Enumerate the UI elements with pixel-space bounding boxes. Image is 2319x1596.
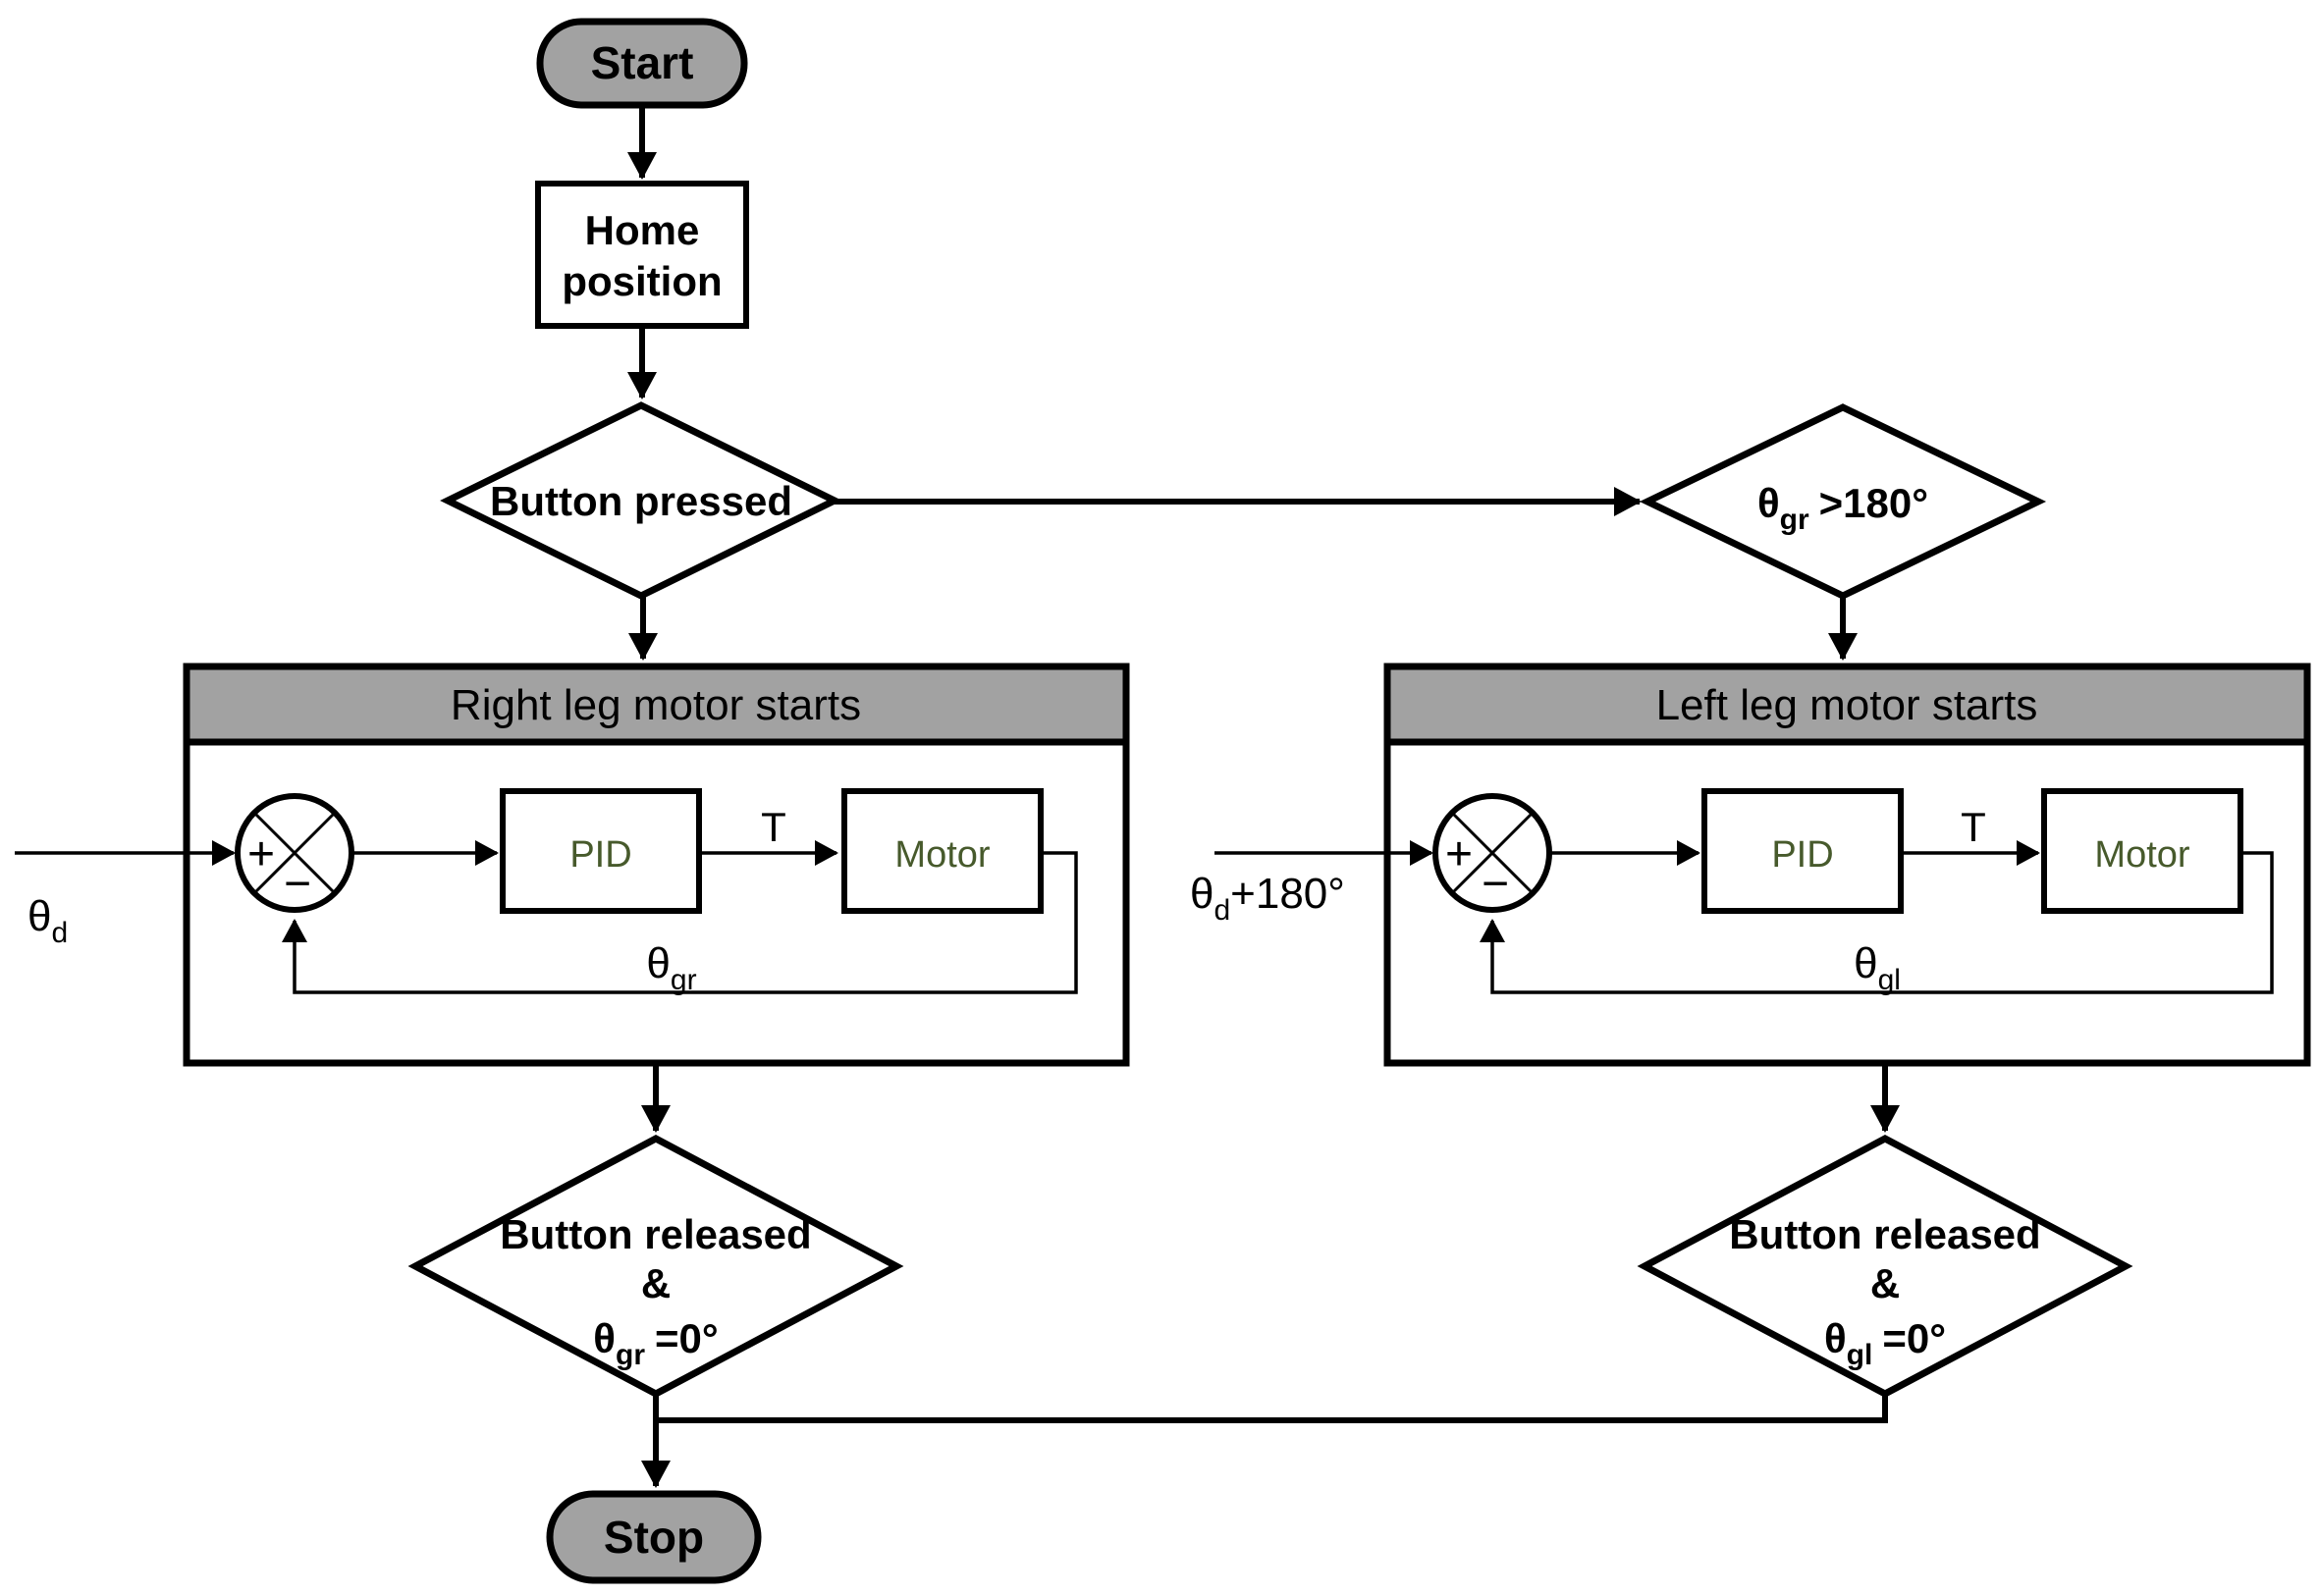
start-label: Start	[591, 37, 694, 88]
right-sum-cross-line2	[252, 811, 337, 895]
right-released-line3: θgr =0°	[593, 1315, 718, 1371]
left-released-line1: Button released	[1729, 1211, 2040, 1257]
left-sum-minus-sign: −	[1482, 858, 1509, 910]
left-pid-box	[1701, 788, 1904, 914]
left-released-condition: =0°	[1882, 1315, 1946, 1361]
stop-label: Stop	[604, 1512, 704, 1563]
left-loop-header	[1383, 663, 2311, 746]
gt180-comparison: >180°	[1819, 480, 1928, 526]
left-pid-label: PID	[1771, 834, 1833, 876]
left-released-subscript: gl	[1847, 1339, 1873, 1371]
right-motor-box	[841, 788, 1044, 914]
right-loop-title: Right leg motor starts	[451, 681, 861, 729]
home-position-node	[535, 181, 749, 329]
right-sum-plus-sign: +	[247, 828, 275, 880]
left-feedback-subscript: gl	[1878, 964, 1901, 996]
gt180-theta: θ	[1757, 480, 1780, 526]
right-pid-label: PID	[569, 834, 631, 876]
right-input-theta: θ	[27, 892, 51, 940]
home-label-line1: Home	[585, 207, 700, 253]
left-released-line3: θgl =0°	[1824, 1315, 1946, 1371]
right-feedback-path	[282, 851, 1078, 994]
right-feedback-label: θgr	[646, 939, 696, 996]
right-torque-label: T	[761, 804, 786, 850]
left-feedback-theta: θ	[1854, 939, 1877, 987]
right-loop-header	[183, 663, 1130, 746]
home-label-line2: position	[562, 258, 722, 304]
right-released-theta: θ	[593, 1315, 616, 1361]
left-input-label: θd+180°	[1190, 870, 1345, 927]
right-input-subscript: d	[51, 917, 68, 949]
gt180-label: θgr >180°	[1757, 480, 1928, 536]
left-released-theta: θ	[1824, 1315, 1847, 1361]
right-feedback-theta: θ	[646, 939, 670, 987]
button-pressed-label: Button pressed	[490, 478, 792, 524]
right-input-label: θd	[27, 892, 68, 949]
left-feedback-path	[1480, 851, 2274, 994]
left-sum-plus-sign: +	[1445, 828, 1473, 880]
left-input-offset: +180°	[1230, 870, 1345, 918]
left-loop-title: Left leg motor starts	[1656, 681, 2038, 729]
left-motor-box	[2041, 788, 2243, 914]
left-feedback-label: θgl	[1854, 939, 1901, 996]
right-released-condition: =0°	[655, 1315, 719, 1361]
right-released-line2: &	[641, 1260, 671, 1306]
right-pid-box	[500, 788, 702, 914]
stop-node	[546, 1490, 762, 1584]
left-torque-label: T	[1961, 804, 1986, 850]
right-feedback-subscript: gr	[671, 964, 697, 996]
start-node	[536, 18, 748, 109]
gt180-subscript: gr	[1780, 504, 1809, 536]
left-input-subscript: d	[1213, 894, 1230, 927]
right-motor-label: Motor	[894, 834, 990, 876]
right-released-subscript: gr	[616, 1339, 645, 1371]
right-released-line1: Button released	[500, 1211, 811, 1257]
left-motor-label: Motor	[2094, 834, 2189, 876]
left-input-theta: θ	[1190, 870, 1213, 918]
left-released-line2: &	[1870, 1260, 1900, 1306]
right-sum-minus-sign: −	[284, 858, 311, 910]
left-sum-cross-line2	[1450, 811, 1535, 895]
